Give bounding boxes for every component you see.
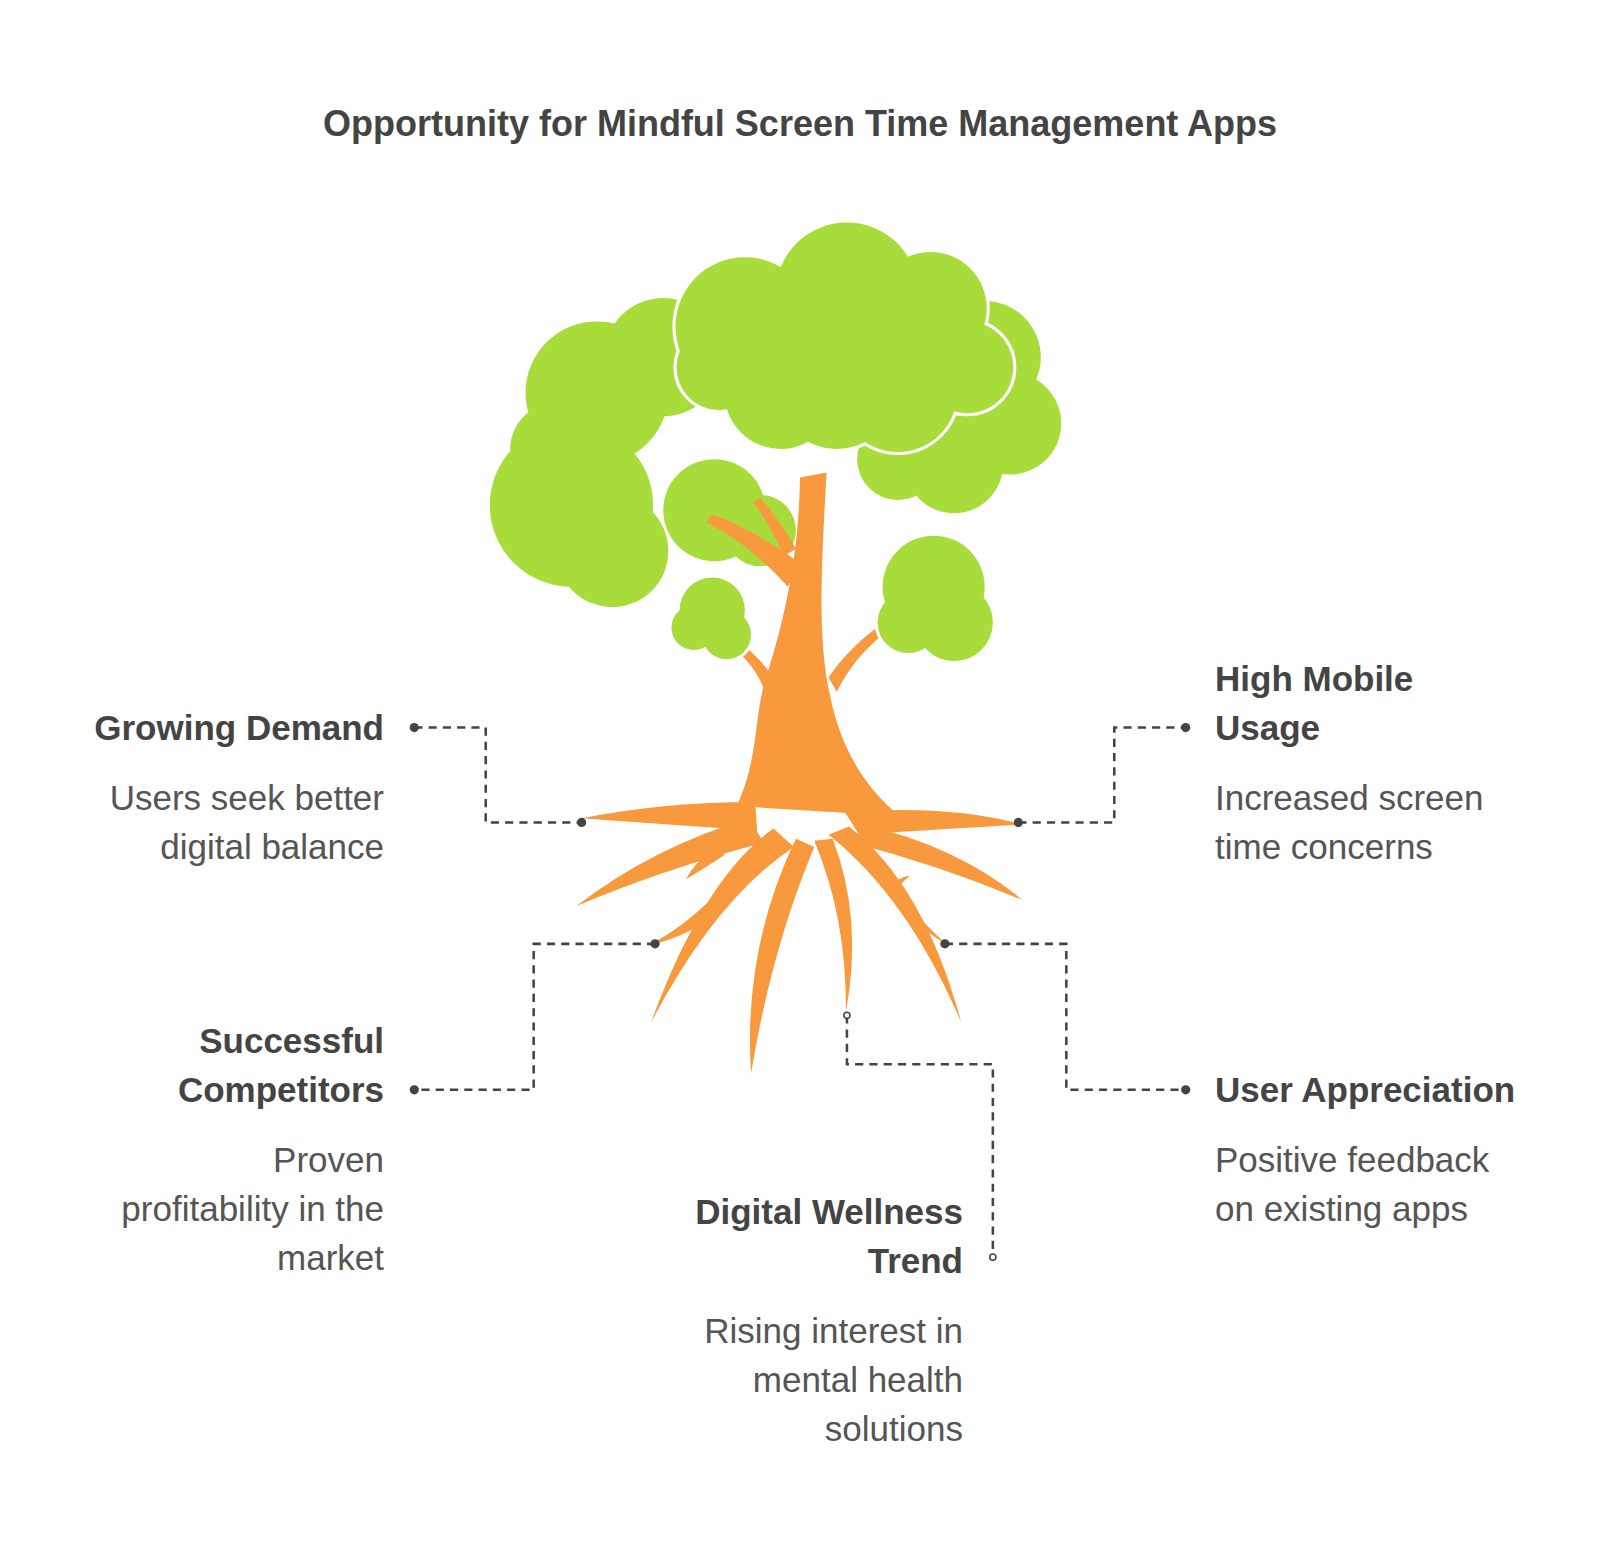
label-heading: Growing Demand xyxy=(54,703,384,752)
leader-lines xyxy=(414,728,1185,1258)
label-group: Growing DemandUsers seek better digital … xyxy=(54,703,384,871)
label-group: Digital Wellness TrendRising interest in… xyxy=(663,1187,963,1453)
label-text: Users seek better digital balance xyxy=(84,773,384,871)
label-group: User AppreciationPositive feedback on ex… xyxy=(1215,1065,1560,1233)
label-heading: User Appreciation xyxy=(1215,1065,1560,1114)
label-heading: Successful Competitors xyxy=(54,1016,384,1114)
label-group: Successful CompetitorsProven profitabili… xyxy=(54,1016,384,1282)
label-text: Rising interest in mental health solutio… xyxy=(663,1306,963,1453)
label-text: Positive feedback on existing apps xyxy=(1215,1135,1515,1233)
label-text: Increased screen time concerns xyxy=(1215,773,1515,871)
tree-trunk xyxy=(577,472,1023,1073)
diagram-title: Opportunity for Mindful Screen Time Mana… xyxy=(0,102,1600,146)
canopy-front xyxy=(671,222,1013,661)
label-heading: Digital Wellness Trend xyxy=(663,1187,963,1285)
leader-dots xyxy=(410,723,1191,1260)
label-heading: High Mobile Usage xyxy=(1215,654,1515,752)
label-group: High Mobile UsageIncreased screen time c… xyxy=(1215,654,1515,871)
label-text: Proven profitability in the market xyxy=(104,1135,384,1282)
